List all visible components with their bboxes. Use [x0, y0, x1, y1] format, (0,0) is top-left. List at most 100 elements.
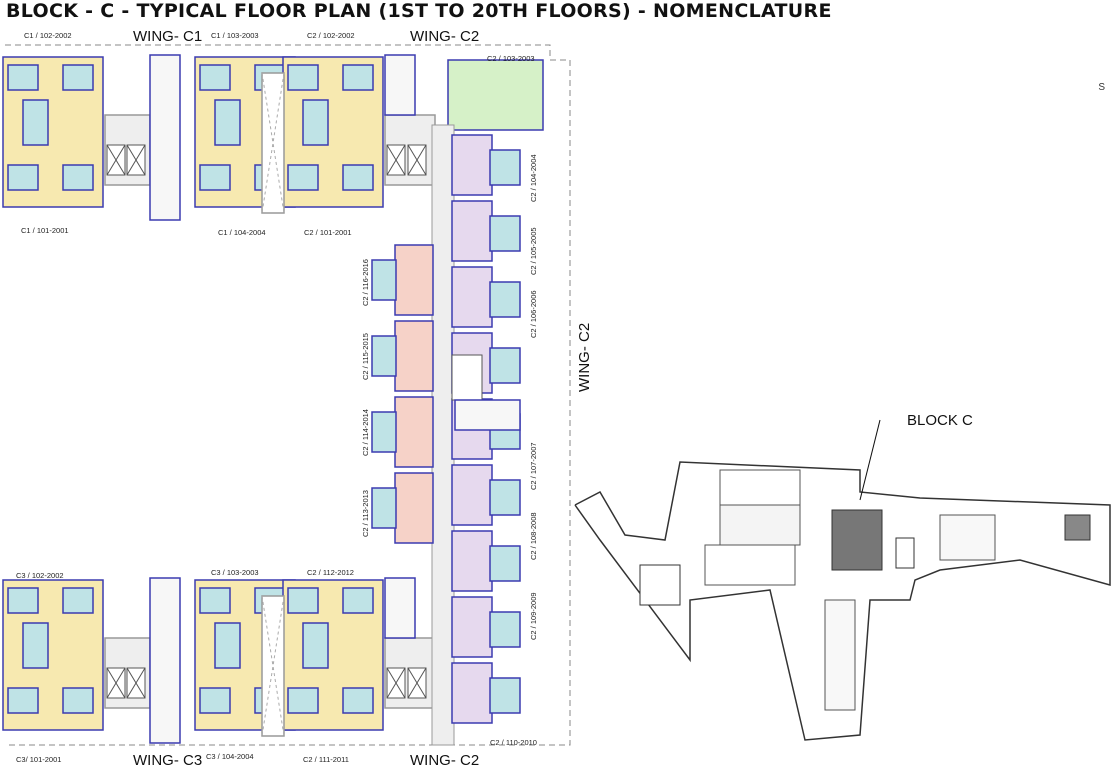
lift-cross	[106, 667, 126, 699]
bathroom	[342, 164, 374, 191]
open-duct	[261, 72, 285, 214]
building-block	[719, 469, 801, 506]
wing-c1-label: WING- C1	[133, 28, 203, 45]
unit-label: C3/ 101-2001	[16, 755, 62, 764]
bathroom	[7, 687, 39, 714]
bathroom	[7, 164, 39, 191]
apartment-unit	[451, 266, 493, 328]
apartment-unit	[451, 200, 493, 262]
unit-label: C2 / 110-2010	[490, 738, 537, 747]
unit-label: C1 / 103-2003	[211, 31, 259, 40]
apartment-unit	[451, 464, 493, 526]
apartment-unit	[394, 472, 434, 544]
bathroom	[489, 545, 521, 582]
unit-label: C2 / 114-2014	[361, 409, 370, 456]
wing-c2-top-label: WING- C2	[410, 28, 480, 45]
bathroom	[489, 611, 521, 648]
unit-label: C2 / 107-2007	[529, 442, 538, 490]
lift-cross	[126, 144, 146, 176]
unit-label: C2 / 106-2006	[529, 290, 538, 338]
block-c-label: BLOCK C	[907, 412, 973, 429]
block-c-highlight	[831, 509, 883, 571]
building-block	[704, 544, 796, 586]
unit-label: C2 / 109-2009	[529, 592, 538, 640]
bathroom	[62, 64, 94, 91]
bathroom	[287, 164, 319, 191]
bathroom	[7, 64, 39, 91]
apartment-unit	[447, 59, 544, 131]
bathroom	[489, 149, 521, 186]
bathroom	[371, 259, 397, 301]
courtyard	[719, 504, 801, 546]
kitchen	[214, 99, 241, 146]
block-c-leader	[859, 419, 881, 501]
lift-cross	[386, 144, 406, 176]
apartment-unit	[394, 396, 434, 468]
bathroom	[489, 281, 521, 318]
apartment-unit	[451, 662, 493, 724]
north-marker: S	[1098, 82, 1105, 93]
unit-label: C2 / 102-2002	[307, 31, 355, 40]
staircase	[149, 54, 181, 221]
unit-label: C2 / 103-2003	[487, 54, 535, 63]
apartment-unit	[394, 320, 434, 392]
bathroom	[199, 587, 231, 614]
unit-label: C2 / 115-2015	[361, 333, 370, 380]
bathroom	[7, 587, 39, 614]
unit-label: C1 / 104-2004	[218, 228, 266, 237]
lift-cross	[407, 144, 427, 176]
unit-label: C2 / 112-2012	[307, 568, 354, 577]
bathroom	[371, 487, 397, 529]
structure	[639, 564, 681, 606]
kitchen	[214, 622, 241, 669]
wing-boundary	[5, 44, 571, 746]
apartment-unit	[451, 134, 493, 196]
bathroom	[371, 335, 397, 377]
bathroom	[342, 587, 374, 614]
unit-label: C3 / 103-2003	[211, 568, 259, 577]
bathroom	[489, 479, 521, 516]
bathroom	[489, 347, 521, 384]
kitchen	[22, 99, 49, 146]
unit-label: C2 / 111-2011	[303, 755, 349, 764]
bathroom	[342, 687, 374, 714]
staircase	[149, 577, 181, 744]
unit-label: C2 / 101-2001	[304, 228, 352, 237]
apartment-unit	[451, 530, 493, 592]
staircase	[384, 577, 416, 639]
lift	[451, 354, 483, 401]
unit-label: C2 / 108-2008	[529, 512, 538, 560]
unit-label: C2 / 104-2004	[529, 154, 538, 202]
building-block	[824, 599, 856, 711]
bathroom	[62, 587, 94, 614]
clubhouse	[939, 514, 996, 561]
unit-label: C2 / 116-2016	[361, 259, 370, 306]
lift-cross	[386, 667, 406, 699]
bathroom	[489, 677, 521, 714]
staircase	[454, 399, 521, 431]
structure	[895, 537, 915, 569]
unit-label: C3 / 104-2004	[206, 752, 254, 761]
bathroom	[342, 64, 374, 91]
staircase	[384, 54, 416, 116]
kitchen	[22, 622, 49, 669]
wing-c2-bottom-label: WING- C2	[410, 752, 480, 769]
wing-c3-label: WING- C3	[133, 752, 203, 769]
structure	[1064, 514, 1091, 541]
lift-cross	[126, 667, 146, 699]
kitchen	[302, 99, 329, 146]
apartment-unit	[451, 596, 493, 658]
bathroom	[199, 64, 231, 91]
spine-corridor	[431, 124, 455, 746]
bathroom	[489, 215, 521, 252]
apartment-unit	[394, 244, 434, 316]
bathroom	[62, 164, 94, 191]
bathroom	[287, 64, 319, 91]
kitchen	[302, 622, 329, 669]
unit-label: C1 / 101-2001	[21, 226, 69, 235]
page-title: BLOCK - C - TYPICAL FLOOR PLAN (1ST TO 2…	[6, 0, 832, 22]
bathroom	[199, 164, 231, 191]
unit-label: C2 / 105-2005	[529, 227, 538, 275]
unit-label: C1 / 102-2002	[24, 31, 72, 40]
